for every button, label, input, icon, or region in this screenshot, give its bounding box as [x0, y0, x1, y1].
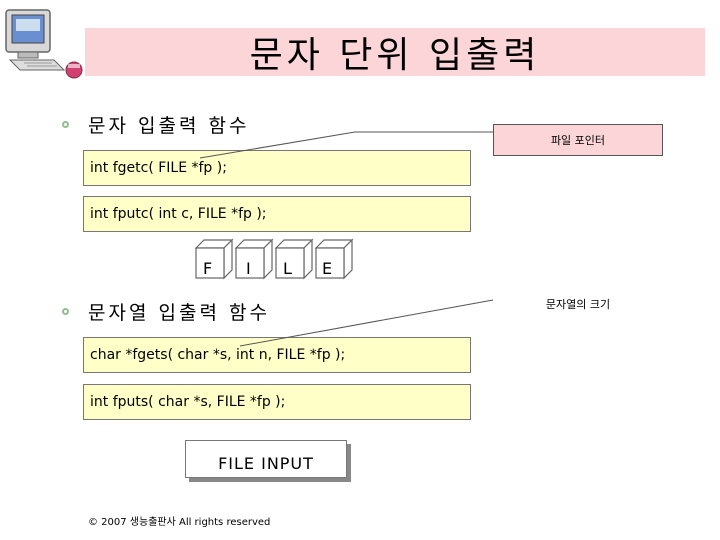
title-bar: [85, 28, 705, 76]
file-letter-cells: [194, 238, 354, 280]
letter-cell: L: [283, 259, 292, 278]
code-box: char *fgets( char *s, int n, FILE *fp );: [83, 337, 471, 373]
file-input-box: FILE INPUT: [185, 440, 347, 478]
callout-file-pointer: 파일 포인터: [493, 124, 663, 156]
callout-string-size: 문자열의 크기: [545, 298, 611, 311]
letter-cell: I: [246, 259, 251, 278]
page-title: 문자 단위 입출력: [249, 35, 541, 76]
letter-cell: E: [322, 259, 333, 278]
code-box: int fputs( char *s, FILE *fp );: [83, 384, 471, 420]
section-heading: 문자 입출력 함수: [88, 115, 250, 137]
bullet-icon: [62, 308, 69, 315]
section-heading: 문자열 입출력 함수: [88, 302, 270, 324]
footer-copyright: © 2007 생능출판사 All rights reserved: [88, 517, 271, 528]
computer-icon: [5, 9, 83, 79]
letter-cell: F: [203, 259, 213, 278]
code-box: int fgetc( FILE *fp );: [83, 150, 471, 186]
bullet-icon: [62, 121, 69, 128]
code-box: int fputc( int c, FILE *fp );: [83, 196, 471, 232]
